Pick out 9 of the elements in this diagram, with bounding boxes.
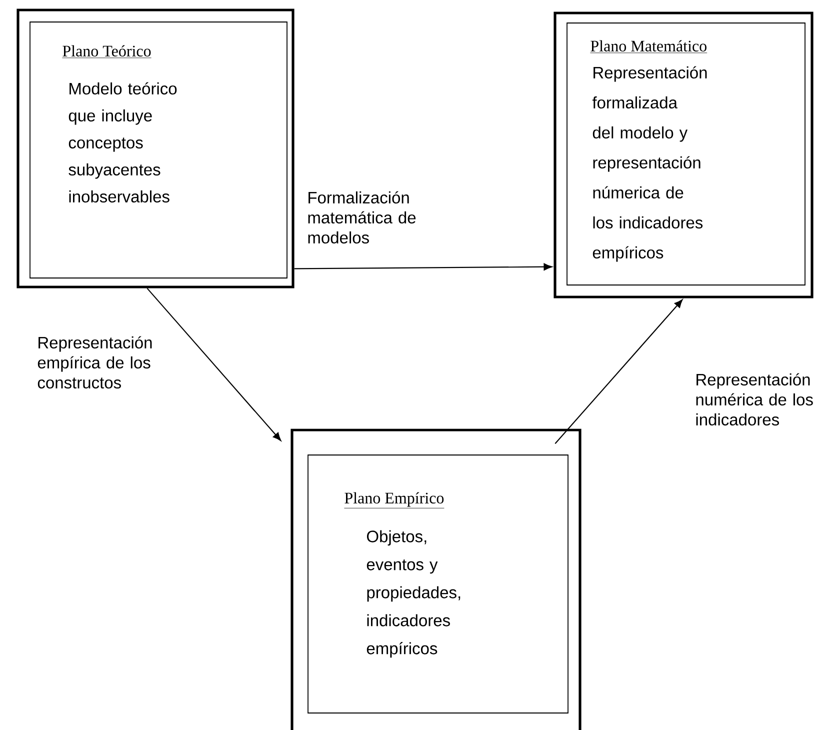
arrow <box>146 288 282 441</box>
plane-box: Plano Matemático Representación formalizada del modelo y representación númerica de los indicadores empíricos <box>554 12 814 298</box>
edge-label: Formalización matemática de modelos <box>308 191 416 244</box>
edge-label: Representación numérica de los indicadores <box>696 373 813 426</box>
arrow <box>294 263 552 270</box>
plane-box: Plano Teórico Modelo teórico que incluye conceptos subyacentes inobservables <box>16 8 294 288</box>
arrow <box>554 299 683 444</box>
plane-box: Plano Empírico Objetos, eventos y propiedades, indicadores empíricos <box>290 428 582 730</box>
edge-label: Representación empírica de los constructos <box>38 336 152 388</box>
